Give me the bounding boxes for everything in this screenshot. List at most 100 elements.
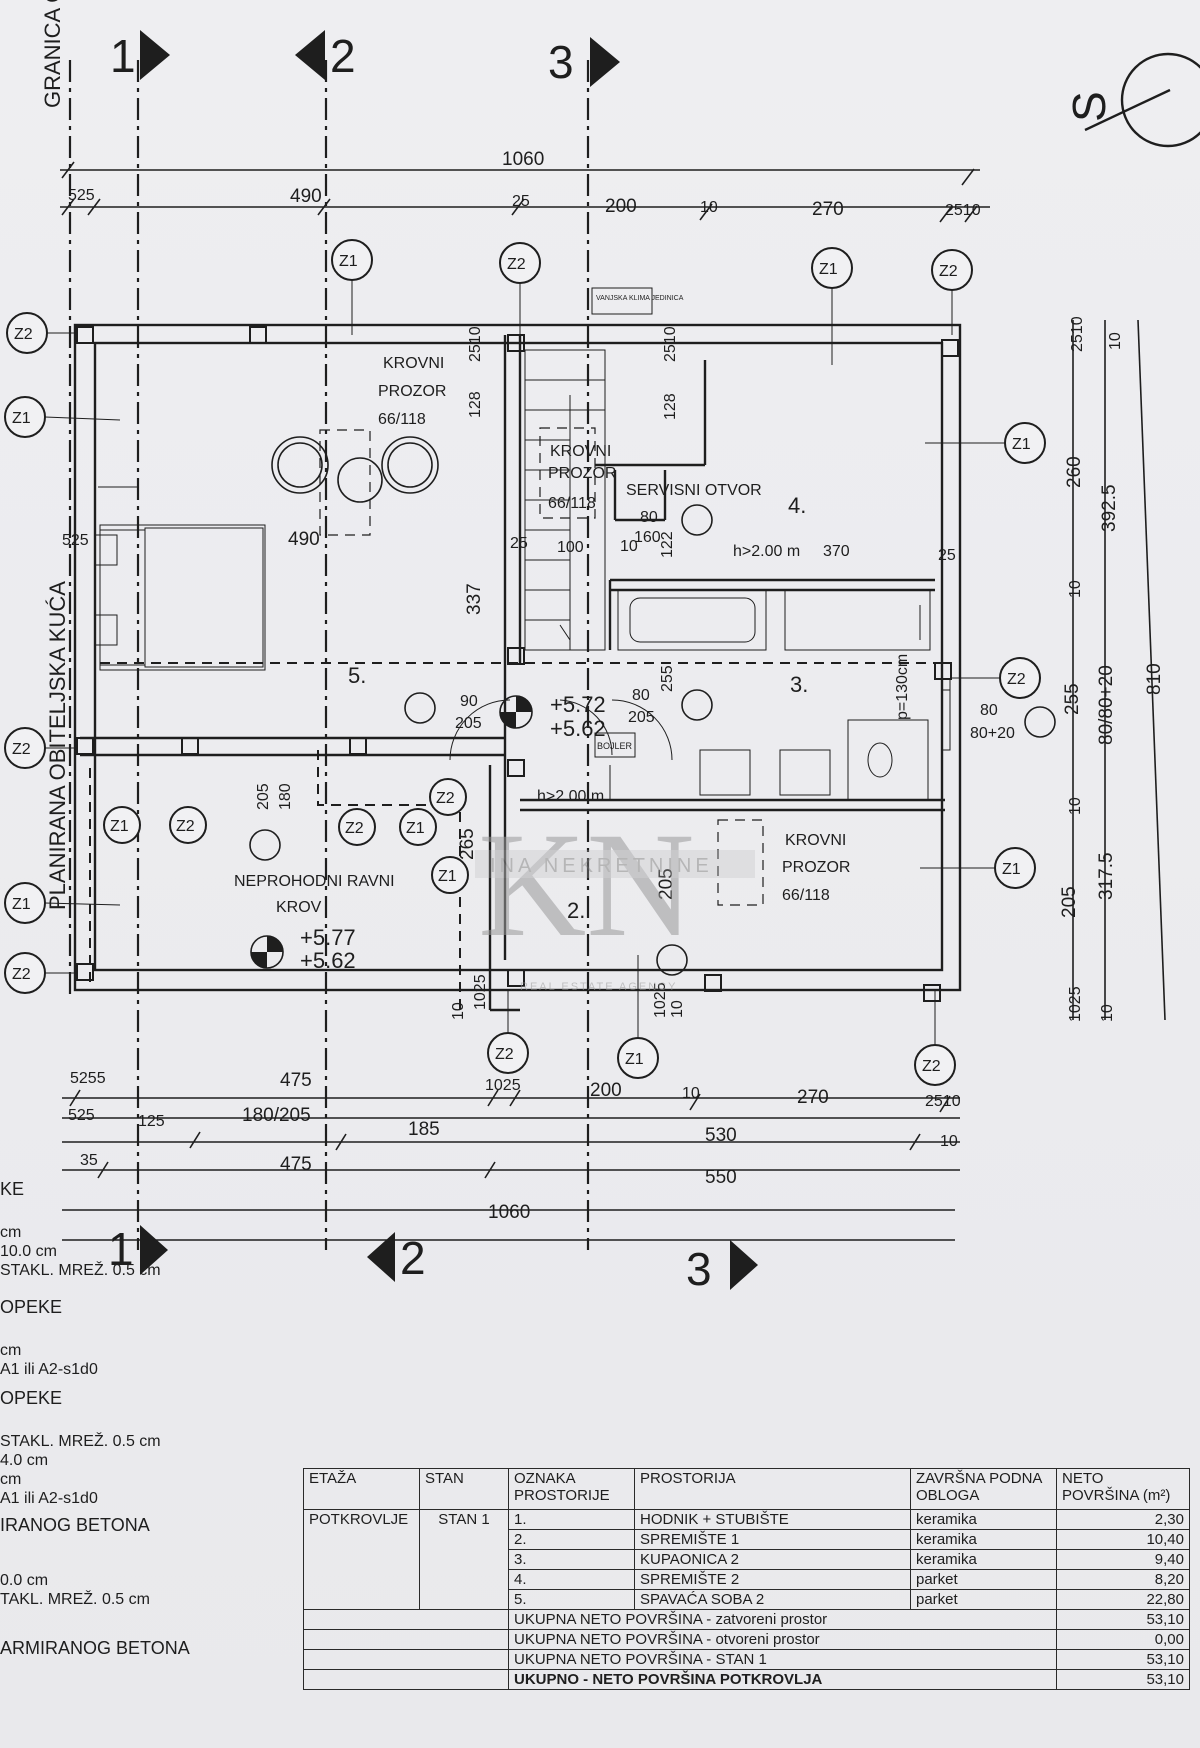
tag-z2-bottom-1: Z2 [487, 1032, 529, 1074]
svg-text:Z1: Z1 [438, 868, 457, 885]
cell-obloga: keramika [910, 1509, 1057, 1530]
svg-text:Z2: Z2 [507, 256, 526, 273]
axis-marker-3-top: 3 [548, 36, 620, 88]
dim-10-bottom: 10 [450, 1002, 467, 1020]
cell-prostorija: SPREMIŠTE 1 [634, 1529, 911, 1550]
note: OPEKE [0, 1388, 63, 1408]
dim-right-10: 10 [1107, 332, 1124, 350]
tag-z1-left-1: Z1 [4, 396, 46, 438]
total-row: UKUPNA NETO POVRŠINA - otvoreni prostor … [303, 1629, 1190, 1650]
dim-right-2510: 2510 [1069, 316, 1086, 352]
dim-100: 100 [557, 539, 584, 556]
dim-122: 122 [659, 531, 676, 558]
left-material-notes: KE cm 10.0 cm STAKL. MREŽ. 0.5 cm OPEKE … [0, 1180, 200, 1658]
tag-z1-top-1: Z1 [331, 239, 373, 281]
height-label-room4: h>2.00 m [733, 543, 800, 560]
tag-z2-left-2: Z2 [4, 727, 46, 769]
bathtub [617, 589, 931, 651]
axis-1-bottom-label: 1 [108, 1223, 134, 1275]
roof-window-left [271, 429, 439, 536]
dim-128-left: 128 [467, 391, 484, 418]
top-dimension-chain: 1060 525 490 25 200 10 270 2510 [60, 149, 990, 223]
note: STAKL. MREŽ. 0.5 cm [0, 1262, 161, 1279]
roof-outline [317, 750, 461, 1010]
dim-top-270: 270 [812, 199, 844, 220]
ac-unit [591, 287, 653, 315]
window-dim-80: 80 [980, 702, 998, 719]
right-dimension-chain: 2510 10 260 392.5 10 255 80/80+20 810 10… [1059, 316, 1166, 1022]
dim-25-inner: 25 [510, 535, 528, 552]
dim-right-10b: 10 [1067, 580, 1084, 598]
window-dim-80-20: 80+20 [970, 725, 1015, 742]
dim-top-200: 200 [605, 196, 637, 217]
total-row: UKUPNO - NETO POVRŠINA POTKROVLJA 53,10 [303, 1669, 1190, 1690]
boiler-label: BOJLER [597, 741, 633, 751]
tag-z2-left-4: Z2 [4, 952, 46, 994]
dim-bottom-125: 125 [138, 1113, 165, 1130]
svg-text:Z2: Z2 [922, 1058, 941, 1075]
dim-255-inner: 255 [659, 665, 676, 692]
height-label-room2: h>2.00 m [537, 788, 604, 805]
table-row: POTKROVLJE STAN 1 1. HODNIK + STUBIŠTE k… [303, 1509, 1190, 1610]
dim-bottom-5255: 5255 [70, 1070, 106, 1087]
watermark-logo: KN [478, 802, 695, 968]
dim-1025-room2: 1025 [652, 982, 669, 1018]
dim-bottom-550: 550 [705, 1167, 737, 1188]
cell-obloga: parket [910, 1589, 1057, 1610]
roof-window-right [717, 819, 764, 906]
dim-bottom-475b: 475 [280, 1154, 312, 1175]
dim-top-2510: 2510 [945, 202, 981, 219]
cell-neto: 8,20 [1056, 1569, 1190, 1590]
tag-z1-right-1: Z1 [1004, 422, 1046, 464]
roof-window-stair-label-2: PROZOR [548, 465, 616, 482]
room-area-table: ETAŽA STAN OZNAKA PROSTORIJE PROSTORIJA … [303, 1468, 1190, 1690]
table-row: 2. SPREMIŠTE 1 keramika 10,40 [304, 1529, 1190, 1550]
tag-z1-inner-1: Z1 [103, 806, 141, 844]
tag-z1-inner-4: Z1 [399, 808, 437, 846]
dim-2510-right: 2510 [662, 326, 679, 362]
svg-text:Z2: Z2 [176, 818, 195, 835]
note: STAKL. MREŽ. 0.5 cm [0, 1433, 161, 1450]
service-opening-label: SERVISNI OTVOR [626, 482, 762, 499]
dim-right-810: 810 [1144, 663, 1165, 695]
tag-z2-inner-3: Z2 [338, 808, 376, 846]
roof-window-stair-label-1: KROVNI [550, 443, 611, 460]
tag-z2-top-4: Z2 [931, 249, 973, 291]
tag-z2-inner-5: Z2 [429, 778, 467, 816]
axis-marker-3-bottom: 3 [686, 1240, 758, 1295]
total-value: 53,10 [1056, 1649, 1190, 1670]
cell-oznaka: 3. [508, 1549, 635, 1570]
cell-oznaka: 1. [508, 1509, 635, 1530]
dim-10-stair: 10 [620, 538, 638, 555]
cell-obloga: keramika [910, 1529, 1057, 1550]
axis-3-top-label: 3 [548, 36, 574, 88]
parapet-label: p=130cm [894, 654, 911, 720]
note: TAKL. MREŽ. 0.5 cm [0, 1591, 150, 1608]
svg-text:Z1: Z1 [1012, 436, 1031, 453]
svg-text:Z1: Z1 [406, 820, 425, 837]
svg-text:Z2: Z2 [12, 741, 31, 758]
staircase [524, 349, 606, 651]
header-oznaka: OZNAKA PROSTORIJE [508, 1468, 635, 1510]
boiler: BOJLER [594, 732, 636, 758]
roof-window-left-label-1: KROVNI [383, 355, 444, 372]
dim-right-205: 205 [1059, 886, 1080, 918]
note: 4.0 cm [0, 1452, 49, 1469]
room-3-label: 3. [790, 672, 808, 697]
dim-bottom-2510: 2510 [925, 1093, 961, 1110]
flat-roof-label-1: NEPROHODNI RAVNI [234, 873, 395, 890]
dim-265: 265 [457, 828, 478, 860]
cell-obloga: parket [910, 1569, 1057, 1590]
dim-180-roof: 180 [277, 783, 294, 810]
north-label: S [1063, 91, 1115, 122]
header-etaza: ETAŽA [303, 1468, 420, 1510]
service-dim-80: 80 [640, 509, 658, 526]
level-577: +5.77 [300, 925, 356, 950]
level-marker-hall: +5.72 +5.62 [499, 692, 606, 741]
dim-right-255: 255 [1062, 683, 1083, 715]
axis-1-top-label: 1 [110, 30, 136, 82]
dim-right-80-80-20: 80/80+20 [1096, 665, 1117, 745]
cell-neto: 10,40 [1056, 1529, 1190, 1550]
svg-text:Z2: Z2 [495, 1046, 514, 1063]
